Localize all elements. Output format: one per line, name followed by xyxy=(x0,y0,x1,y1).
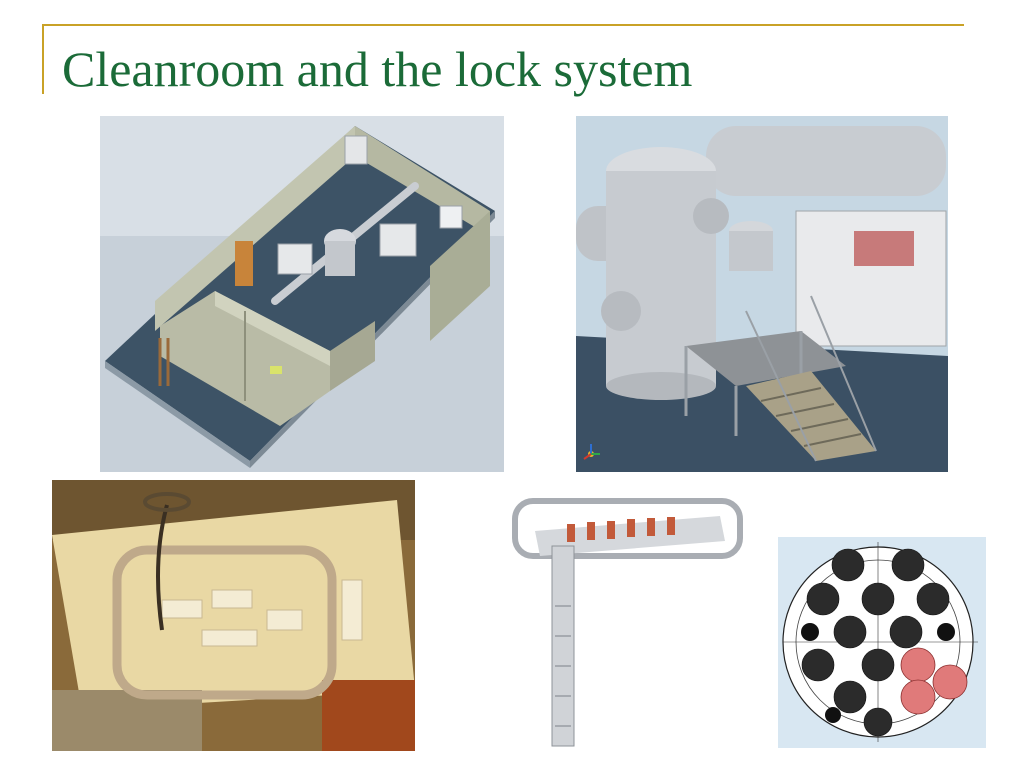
lock-rail-photo xyxy=(52,480,415,751)
vessel-platform-render xyxy=(576,116,948,472)
title-rule-top xyxy=(42,24,964,26)
lock-rail-render xyxy=(505,486,745,752)
detector-cross-section-drawing xyxy=(778,537,986,748)
title-rule-left xyxy=(42,24,44,94)
slide-title: Cleanroom and the lock system xyxy=(62,41,693,97)
cleanroom-layout-render xyxy=(100,116,504,472)
